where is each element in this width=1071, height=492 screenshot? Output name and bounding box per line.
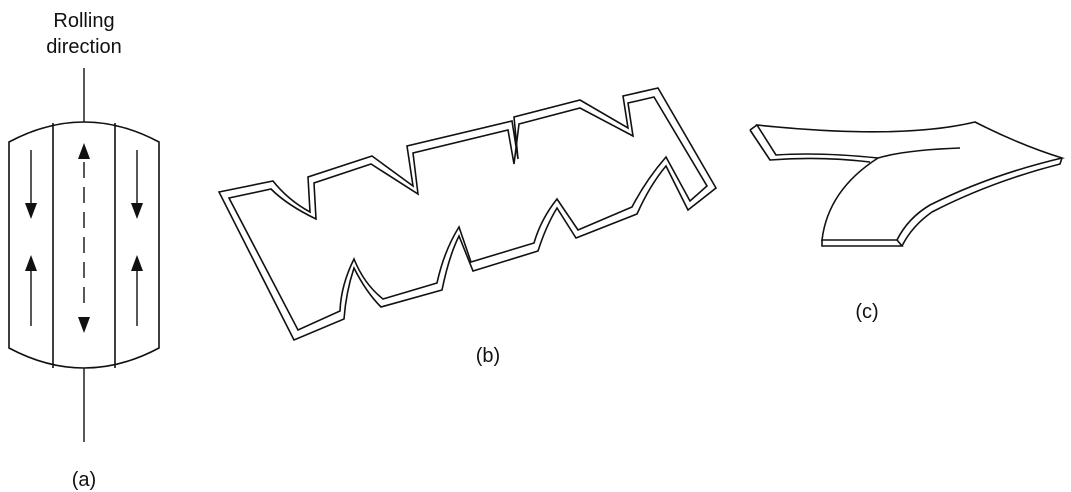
figure-c: (c) (749, 121, 1066, 323)
strip-c-front-edge (749, 129, 871, 163)
down-arrow-icon (25, 150, 37, 219)
figure-a: Rolling direction (8, 10, 160, 491)
part-b-label: (b) (476, 345, 500, 367)
strip-c-left-end (749, 124, 758, 131)
strip-c-top-surface (755, 121, 1066, 241)
rolling-direction-label-line2: direction (46, 36, 122, 58)
up-arrow-icon (78, 143, 90, 159)
strip-b-inner-outline (227, 96, 709, 332)
part-c-label: (c) (855, 301, 878, 323)
strip-c-bottom-edge (821, 239, 904, 247)
up-arrow-icon (131, 255, 143, 326)
part-a-label: (a) (72, 469, 96, 491)
up-arrow-icon (25, 255, 37, 326)
rolling-direction-label-line1: Rolling (53, 10, 114, 32)
strip-c-inner-curve (877, 147, 961, 159)
figure-b: (b) (217, 87, 718, 367)
down-arrow-icon (78, 317, 90, 333)
strip-b-outer-outline (217, 87, 718, 342)
strip-c-right-edge (901, 157, 1063, 247)
down-arrow-icon (131, 150, 143, 219)
sheet-outline (8, 121, 160, 369)
